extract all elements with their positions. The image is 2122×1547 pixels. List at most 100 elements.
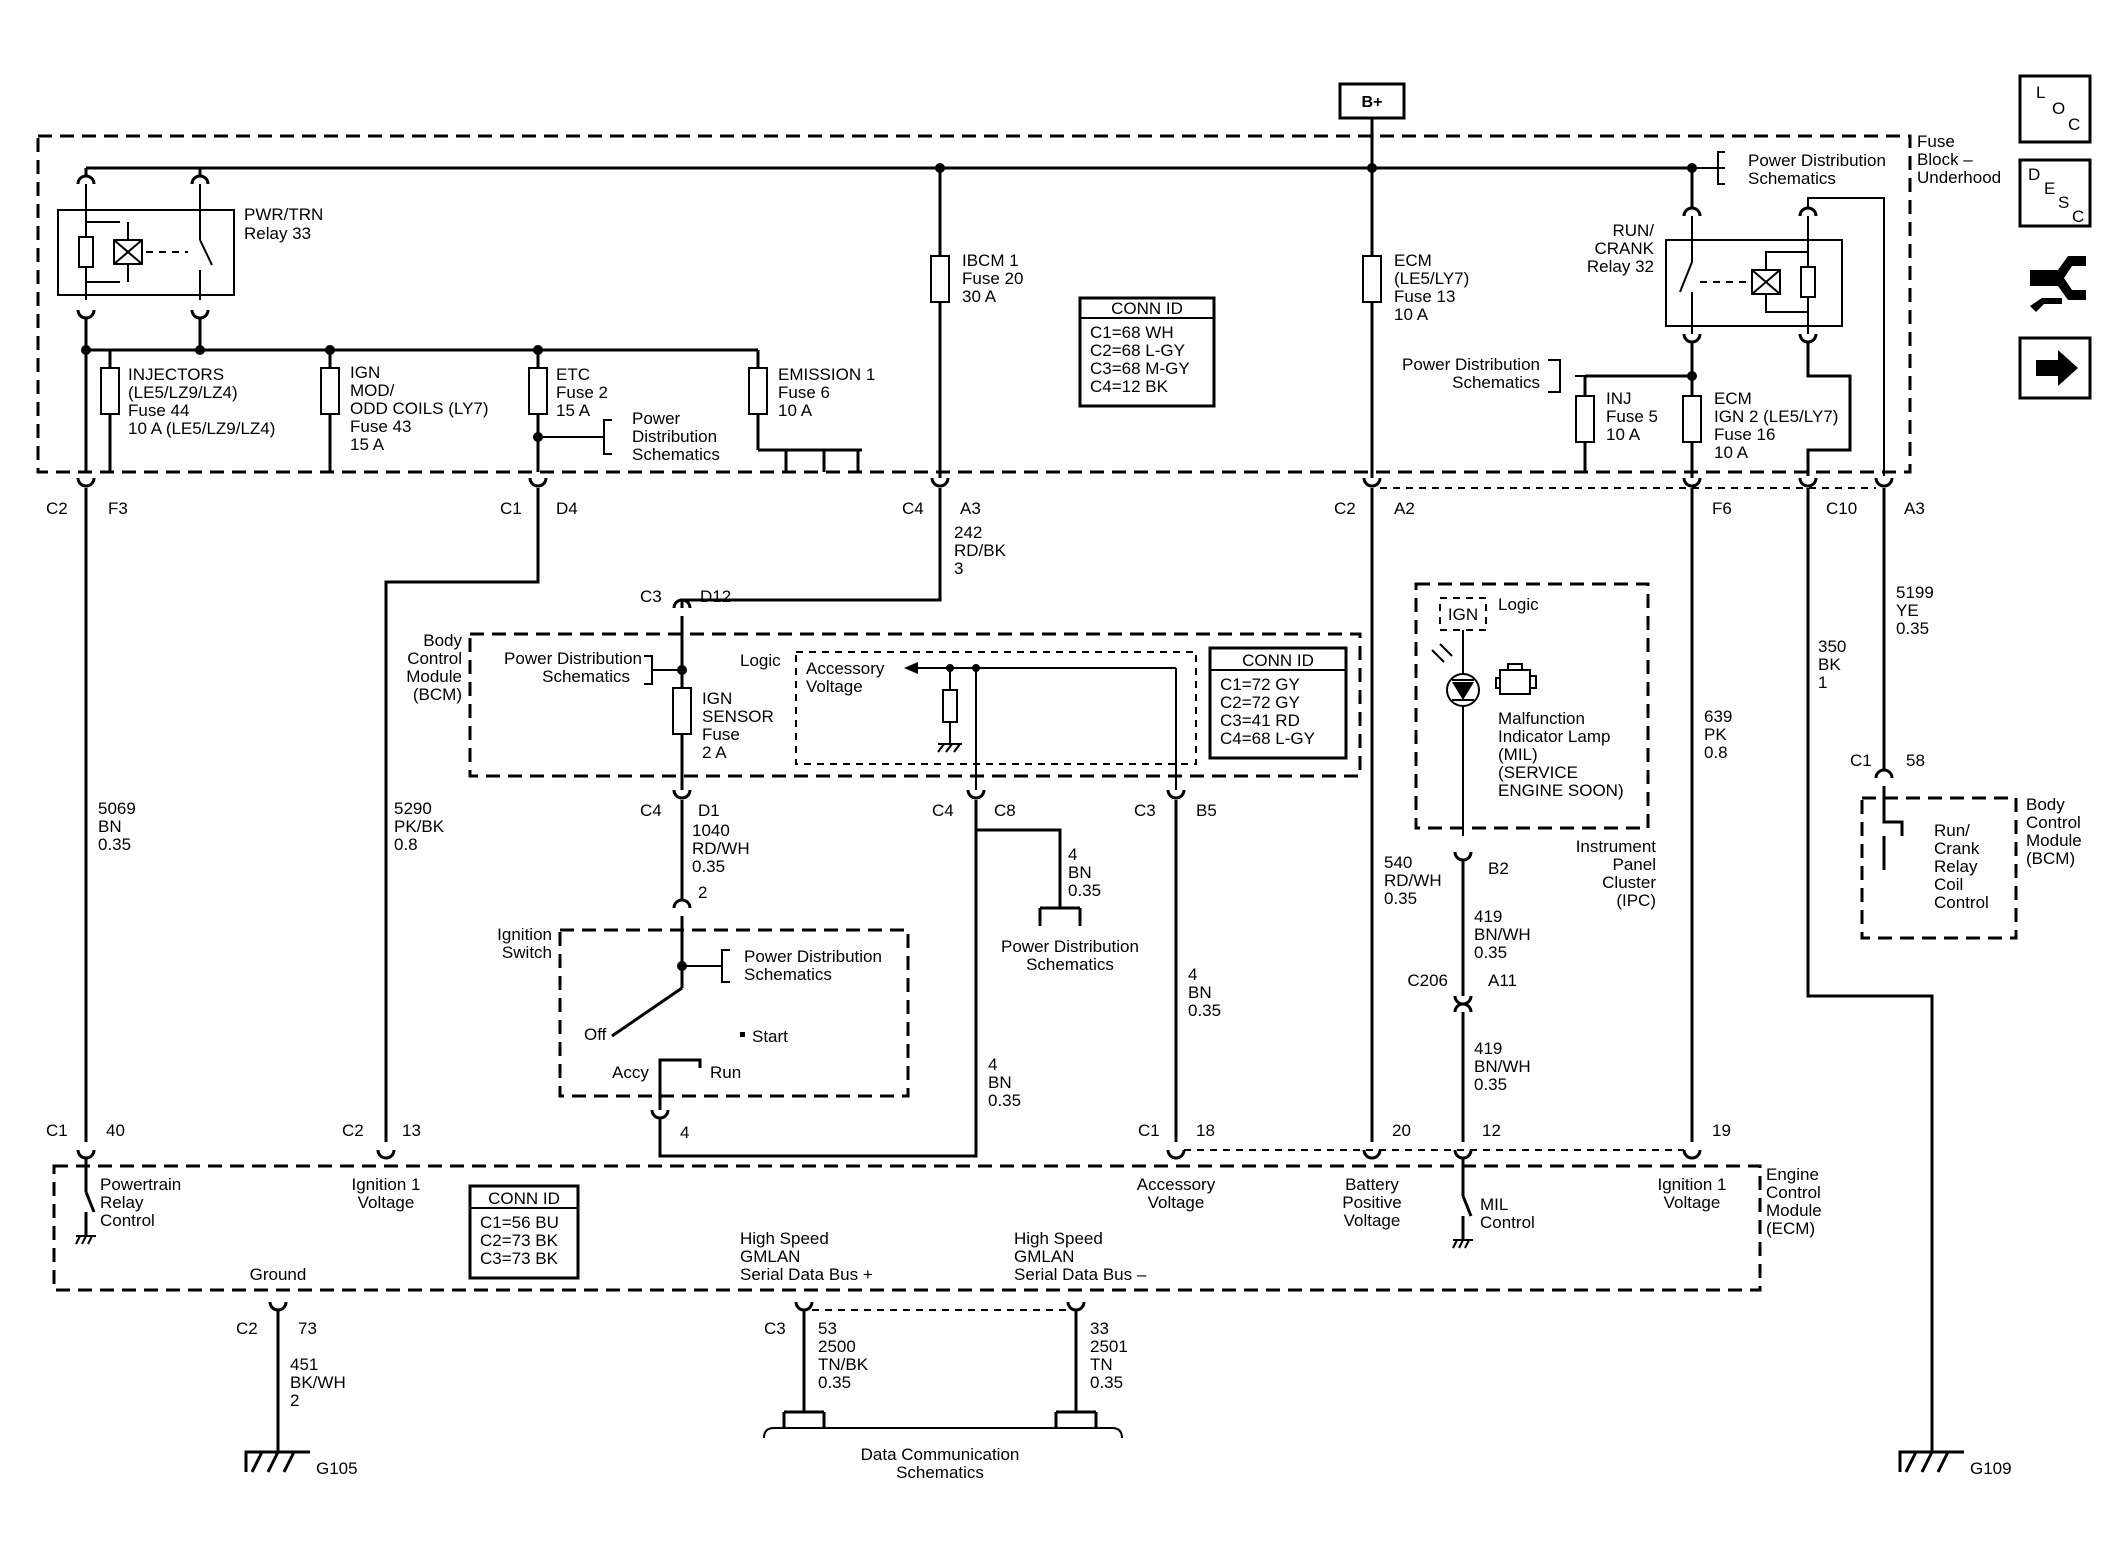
run-crank-relay-label: RUN/ CRANK Relay 32 [1587, 221, 1655, 276]
wire-4-bn-switch-label: 4 BN 0.35 [988, 1055, 1021, 1110]
svg-text:0.35: 0.35 [98, 835, 131, 854]
svg-text:Switch: Switch [502, 943, 552, 962]
pwr-trn-relay-label: PWR/TRN Relay 33 [244, 205, 323, 243]
harness-icon[interactable] [2030, 256, 2086, 312]
svg-text:Data Communication: Data Communication [861, 1445, 1020, 1464]
svg-text:10 A (LE5/LZ9/LZ4): 10 A (LE5/LZ9/LZ4) [128, 419, 275, 438]
data-comm-label: Data Communication Schematics [861, 1445, 1020, 1482]
svg-text:ENGINE SOON): ENGINE SOON) [1498, 781, 1624, 800]
hs-minus-label: High Speed GMLAN Serial Data Bus – [1014, 1229, 1147, 1284]
ign-sensor-label: IGN SENSOR Fuse 2 A [702, 689, 774, 762]
wire-4-bn-pd-label: 4 BN 0.35 [1068, 845, 1101, 900]
svg-text:(SERVICE: (SERVICE [1498, 763, 1578, 782]
svg-text:0.35: 0.35 [1474, 943, 1507, 962]
wire-2501-label: 33 2501 TN 0.35 [1090, 1319, 1128, 1392]
svg-text:20: 20 [1392, 1121, 1411, 1140]
injectors-fuse [100, 367, 120, 415]
svg-text:C1=72 GY: C1=72 GY [1220, 675, 1300, 694]
svg-text:C3=41 RD: C3=41 RD [1220, 711, 1300, 730]
ignition-switch-pin-4: 4 [680, 1123, 689, 1142]
svg-text:Power Distribution: Power Distribution [1402, 355, 1540, 374]
svg-text:Serial Data Bus –: Serial Data Bus – [1014, 1265, 1147, 1284]
svg-text:C1: C1 [1138, 1121, 1160, 1140]
svg-text:Powertrain: Powertrain [100, 1175, 181, 1194]
next-page-arrow-icon[interactable] [2018, 336, 2092, 400]
bcm-logic-box [795, 651, 1197, 765]
svg-text:Underhood: Underhood [1917, 168, 2001, 187]
data-bus-c3: C3 [764, 1319, 786, 1338]
pd-c8-label: Power Distribution Schematics [1001, 937, 1139, 974]
svg-text:Control: Control [100, 1211, 155, 1230]
svg-text:Cluster: Cluster [1602, 873, 1656, 892]
svg-text:33: 33 [1090, 1319, 1109, 1338]
emission-fuse-label: EMISSION 1 Fuse 6 10 A [778, 365, 875, 420]
loc-icon[interactable]: L O C [2018, 74, 2092, 144]
svg-text:TN: TN [1090, 1355, 1113, 1374]
ecm-pin-labels: C1 40 C2 13 C1 18 20 12 19 [46, 1121, 1731, 1140]
svg-text:5290: 5290 [394, 799, 432, 818]
svg-text:ECM: ECM [1394, 251, 1432, 270]
svg-text:4: 4 [988, 1055, 997, 1074]
svg-text:Schematics: Schematics [1452, 373, 1540, 392]
ipc-ign: IGN [1448, 605, 1478, 624]
wire-5069-label: 5069 BN 0.35 [98, 799, 136, 854]
fuse-block-underhood [36, 134, 1912, 474]
ibcm-fuse-label: IBCM 1 Fuse 20 30 A [962, 251, 1023, 306]
svg-text:Crank: Crank [1934, 839, 1980, 858]
ignition-switch-pin-2: 2 [698, 883, 707, 902]
accessory-voltage-label: Accessory Voltage [806, 659, 885, 696]
svg-text:IGN: IGN [350, 363, 380, 382]
svg-text:Body: Body [2026, 795, 2065, 814]
svg-text:0.35: 0.35 [1090, 1373, 1123, 1392]
desc-icon[interactable]: D E S C [2018, 158, 2092, 228]
svg-text:10 A: 10 A [1606, 425, 1641, 444]
svg-text:3: 3 [954, 559, 963, 578]
pd-ecm-side-label: Power Distribution Schematics [1402, 355, 1540, 392]
svg-text:C3=68 M-GY: C3=68 M-GY [1090, 359, 1190, 378]
svg-text:A3: A3 [1904, 499, 1925, 518]
svg-text:12: 12 [1482, 1121, 1501, 1140]
ign-mod-fuse [320, 367, 340, 415]
svg-text:2500: 2500 [818, 1337, 856, 1356]
svg-text:Malfunction: Malfunction [1498, 709, 1585, 728]
conn-id-fuse-block: CONN ID C1=68 WH C2=68 L-GY C3=68 M-GY C… [1078, 296, 1216, 408]
switch-start-label: Start [752, 1027, 788, 1046]
svg-text:ETC: ETC [556, 365, 590, 384]
bcm-right-coil-label: Run/ Crank Relay Coil Control [1934, 821, 1989, 912]
svg-text:1040: 1040 [692, 821, 730, 840]
svg-text:High Speed: High Speed [1014, 1229, 1103, 1248]
svg-text:PWR/TRN: PWR/TRN [244, 205, 323, 224]
svg-text:0.35: 0.35 [692, 857, 725, 876]
svg-text:Module: Module [2026, 831, 2082, 850]
ign-mod-fuse-label: IGN MOD/ ODD COILS (LY7) Fuse 43 15 A [350, 363, 489, 454]
svg-text:IGN: IGN [702, 689, 732, 708]
svg-text:10 A: 10 A [778, 401, 813, 420]
wire-5290-label: 5290 PK/BK 0.8 [394, 799, 445, 854]
pwr-trn-relay [57, 209, 235, 296]
svg-text:Control: Control [407, 649, 462, 668]
svg-text:Control: Control [1766, 1183, 1821, 1202]
ign-sensor-fuse [672, 687, 692, 735]
svg-text:C1: C1 [46, 1121, 68, 1140]
svg-text:D: D [2028, 165, 2040, 184]
batt-positive-label: Battery Positive Voltage [1342, 1175, 1402, 1230]
svg-text:ECM: ECM [1714, 389, 1752, 408]
svg-text:C4=68 L-GY: C4=68 L-GY [1220, 729, 1315, 748]
svg-text:10 A: 10 A [1714, 443, 1749, 462]
svg-text:A3: A3 [960, 499, 981, 518]
svg-text:350: 350 [1818, 637, 1846, 656]
svg-text:Indicator Lamp: Indicator Lamp [1498, 727, 1610, 746]
ground-g105-icon [244, 1450, 310, 1473]
ground-label: Ground [250, 1265, 307, 1284]
wire-242 [680, 488, 942, 608]
svg-text:1: 1 [1818, 673, 1827, 692]
svg-text:Ignition: Ignition [497, 925, 552, 944]
ecm-label: Engine Control Module (ECM) [1766, 1165, 1822, 1238]
svg-text:15 A: 15 A [350, 435, 385, 454]
svg-text:0.35: 0.35 [1896, 619, 1929, 638]
svg-text:BN/WH: BN/WH [1474, 925, 1531, 944]
conn-id-bcm: CONN ID C1=72 GY C2=72 GY C3=41 RD C4=68… [1208, 646, 1348, 760]
ign1-left-label: Ignition 1 Voltage [352, 1175, 421, 1212]
svg-text:Voltage: Voltage [1148, 1193, 1205, 1212]
pd-etc-label: Power Distribution Schematics [632, 409, 720, 464]
